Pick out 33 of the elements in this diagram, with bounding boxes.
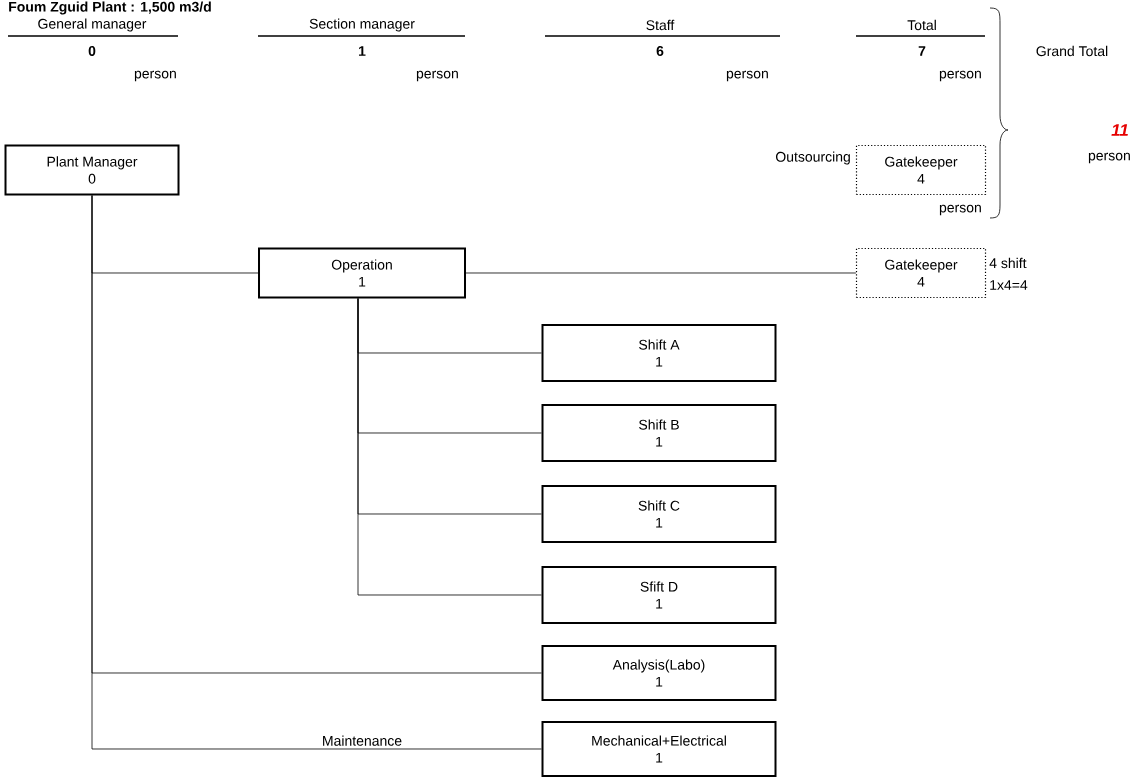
count: 6 <box>656 46 664 56</box>
label: person <box>939 204 981 216</box>
label: person <box>726 70 768 82</box>
column-heading: Total <box>907 19 936 31</box>
side-note: 4 shift <box>989 257 1027 269</box>
box: Shift A 1 <box>541 324 777 382</box>
label: person <box>134 70 176 82</box>
box: Shift C 1 <box>541 485 777 543</box>
label: person <box>939 70 981 82</box>
label: Grand Total <box>1036 45 1108 57</box>
count: 0 <box>88 46 96 56</box>
box: Sfift D 1 <box>541 566 777 624</box>
grand-total-count: 11 <box>1111 124 1128 136</box>
count: 7 <box>918 46 926 56</box>
count: 1 <box>359 46 366 56</box>
box: Plant Manager 0 <box>4 144 180 196</box>
title: Foum Zguid Plant : 1,500 m3/d <box>9 1 211 15</box>
box: Mechanical+Electrical 1 <box>541 721 777 777</box>
connector <box>465 272 857 274</box>
edge-label: Maintenance <box>323 735 402 746</box>
label: person <box>1088 152 1130 164</box>
dotted-box: Gatekeeper 4 <box>855 247 987 299</box>
connector <box>357 298 542 596</box>
column-heading: Staff <box>646 19 675 31</box>
column-heading: Section manager <box>309 18 415 32</box>
box: Shift B 1 <box>541 404 777 462</box>
label: person <box>416 70 458 82</box>
box: Operation 1 <box>258 247 466 299</box>
side-note: 1x4=4 <box>990 280 1028 290</box>
column-heading: General manager <box>38 18 147 32</box>
dotted-box: Gatekeeper 4 <box>855 144 987 196</box>
side-note: Outsourcing <box>776 151 850 165</box>
box: Analysis(Labo) 1 <box>541 645 777 701</box>
